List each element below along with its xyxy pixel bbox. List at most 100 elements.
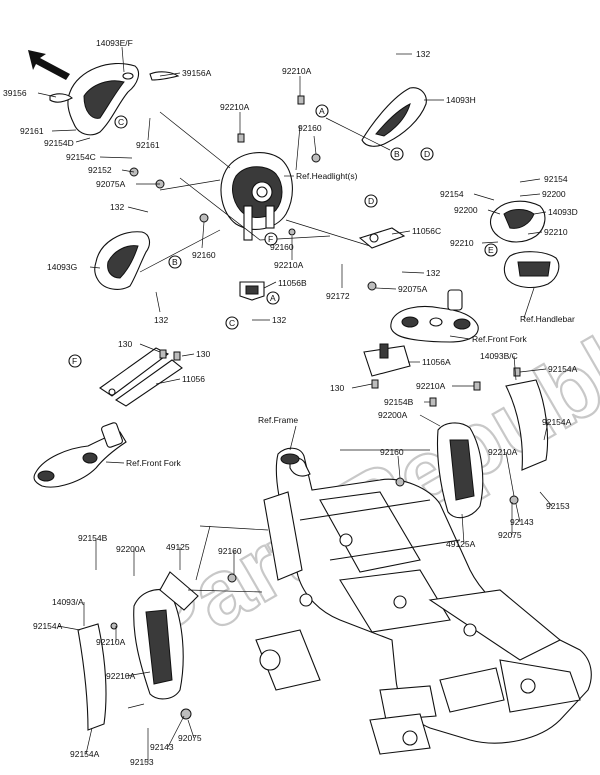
callout-circles: [68, 104, 498, 368]
part-label: 92210A: [282, 66, 312, 76]
right-upper-cowl-part: [361, 87, 427, 147]
callout-f-1: [264, 232, 278, 246]
part-label: 14093G: [47, 262, 77, 272]
bracket-11056c-part: [358, 227, 406, 249]
part-label: 130: [196, 349, 210, 359]
cover-49125a-part: [436, 422, 484, 519]
part-label: 92075A: [96, 179, 126, 189]
left-side-cover-part: [133, 571, 199, 700]
part-label: 92075: [498, 530, 522, 540]
part-label: Ref.Front Fork: [472, 334, 528, 344]
part-label: 92154A: [33, 621, 63, 631]
callout-letter: C: [229, 318, 235, 328]
front-fork-top-bridge-part: [390, 289, 479, 343]
part-label: 92210: [544, 227, 568, 237]
part-label: 130: [330, 383, 344, 393]
part-label: 92154: [440, 189, 464, 199]
part-label: 14093/A: [52, 597, 84, 607]
callout-e-1: [484, 243, 498, 257]
part-label: 49125: [166, 542, 190, 552]
part-label: 132: [416, 49, 430, 59]
part-label: 11056B: [278, 278, 307, 288]
part-label: 92161: [20, 126, 44, 136]
part-label: 92200A: [116, 544, 146, 554]
part-label: Ref.Handlebar: [520, 314, 575, 324]
part-label: 39156: [3, 88, 27, 98]
part-label: 92154B: [384, 397, 414, 407]
part-label: 92172: [326, 291, 350, 301]
callout-letter: B: [172, 257, 178, 267]
frame-part: [255, 447, 592, 755]
part-label: 132: [154, 315, 168, 325]
part-label: 92210A: [96, 637, 126, 647]
left-lower-cowl-part: [94, 231, 151, 290]
callout-letter: D: [368, 196, 374, 206]
part-label: 14093E/F: [96, 38, 133, 48]
front-fork-lower-bridge-part: [33, 422, 127, 488]
part-label: 92154A: [70, 749, 100, 759]
part-label: 11056C: [412, 226, 441, 236]
part-label: 92161: [136, 140, 160, 150]
part-label: 92154: [544, 174, 568, 184]
reference-lines: [139, 111, 430, 593]
callout-c-1: [114, 115, 128, 129]
part-label: 132: [426, 268, 440, 278]
part-label: 92210: [450, 238, 474, 248]
part-label: 92154D: [44, 138, 74, 148]
callout-letter: F: [268, 234, 273, 244]
bracket-11056b-part: [239, 281, 265, 301]
part-label: 92154A: [548, 364, 578, 374]
part-label: 49125A: [446, 539, 476, 549]
part-label: 92153: [546, 501, 570, 511]
part-label: 14093H: [446, 95, 476, 105]
callout-letter: B: [394, 149, 400, 159]
part-label: 92075A: [398, 284, 428, 294]
callout-b-1: [390, 147, 404, 161]
front-direction-arrow-icon: [28, 50, 70, 80]
part-label: 92200: [542, 189, 566, 199]
callout-letter: D: [424, 149, 430, 159]
part-label: 92200: [454, 205, 478, 215]
right-side-cover-part: [505, 379, 549, 471]
part-label: Ref.Frame: [258, 415, 298, 425]
handlebar-cover-part: [489, 200, 560, 289]
part-label: 92154A: [542, 417, 572, 427]
part-label: 132: [110, 202, 124, 212]
headlight-assembly-part: [220, 152, 293, 241]
part-label: 92160: [380, 447, 404, 457]
part-label: 92210A: [274, 260, 304, 270]
part-label: 92154B: [78, 533, 108, 543]
part-label: 39156A: [182, 68, 212, 78]
part-label: 92152: [88, 165, 112, 175]
part-label: 130: [118, 339, 132, 349]
callout-letter: C: [118, 117, 124, 127]
part-label: Ref.Headlight(s): [296, 171, 358, 181]
callout-a-1: [315, 104, 329, 118]
part-label: 92160: [218, 546, 242, 556]
part-label: 11056A: [422, 357, 451, 367]
part-label: 92154C: [66, 152, 96, 162]
bracket-11056a-part: [363, 343, 411, 377]
part-label: 11056: [182, 374, 205, 384]
callout-letter: F: [72, 356, 77, 366]
upper-cowl-part: [49, 62, 180, 136]
part-label: 92210A: [220, 102, 250, 112]
part-label: Ref.Front Fork: [126, 458, 182, 468]
part-label: 92143: [510, 517, 534, 527]
callout-letter: E: [488, 245, 494, 255]
left-side-panel-part: [77, 623, 107, 731]
leader-lines: [37, 46, 553, 762]
part-label: 92143: [150, 742, 174, 752]
part-label: 14093D: [548, 207, 578, 217]
callout-letter: A: [270, 293, 276, 303]
callout-c-2: [225, 316, 239, 330]
callout-f-2: [68, 354, 82, 368]
part-label: 92210A: [416, 381, 446, 391]
callout-letter: A: [319, 106, 325, 116]
part-label: 92153: [130, 757, 154, 767]
part-label: 92160: [192, 250, 216, 260]
part-label: 92075: [178, 733, 202, 743]
part-label: 92160: [270, 242, 294, 252]
